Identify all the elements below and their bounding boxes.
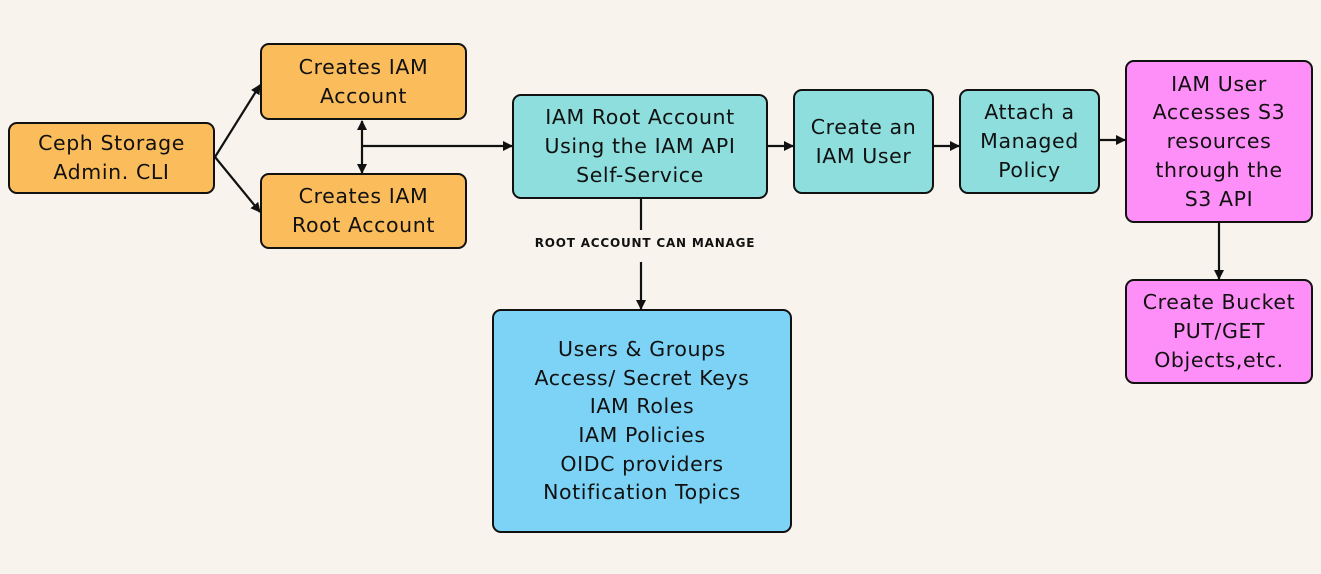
arrow-admin-to-root-account: [214, 156, 261, 213]
creates-iam-account-node: Creates IAM Account: [260, 43, 467, 120]
attach-managed-policy-node: Attach a Managed Policy: [959, 89, 1100, 194]
iam-root-account-node: IAM Root Account Using the IAM API Self-…: [512, 94, 768, 199]
arrow-admin-to-iam-account: [214, 84, 261, 158]
creates-iam-root-account-node: Creates IAM Root Account: [260, 173, 467, 249]
iam-user-s3-access-node: IAM User Accesses S3 resources through t…: [1125, 60, 1313, 223]
create-bucket-node: Create Bucket PUT/GET Objects,etc.: [1125, 279, 1313, 384]
root-manage-list-node: Users & Groups Access/ Secret Keys IAM R…: [492, 309, 792, 533]
root-account-can-manage-label: ROOT ACCOUNT CAN MANAGE: [534, 236, 756, 250]
ceph-admin-cli-node: Ceph Storage Admin. CLI: [8, 122, 215, 194]
create-iam-user-node: Create an IAM User: [793, 89, 934, 194]
